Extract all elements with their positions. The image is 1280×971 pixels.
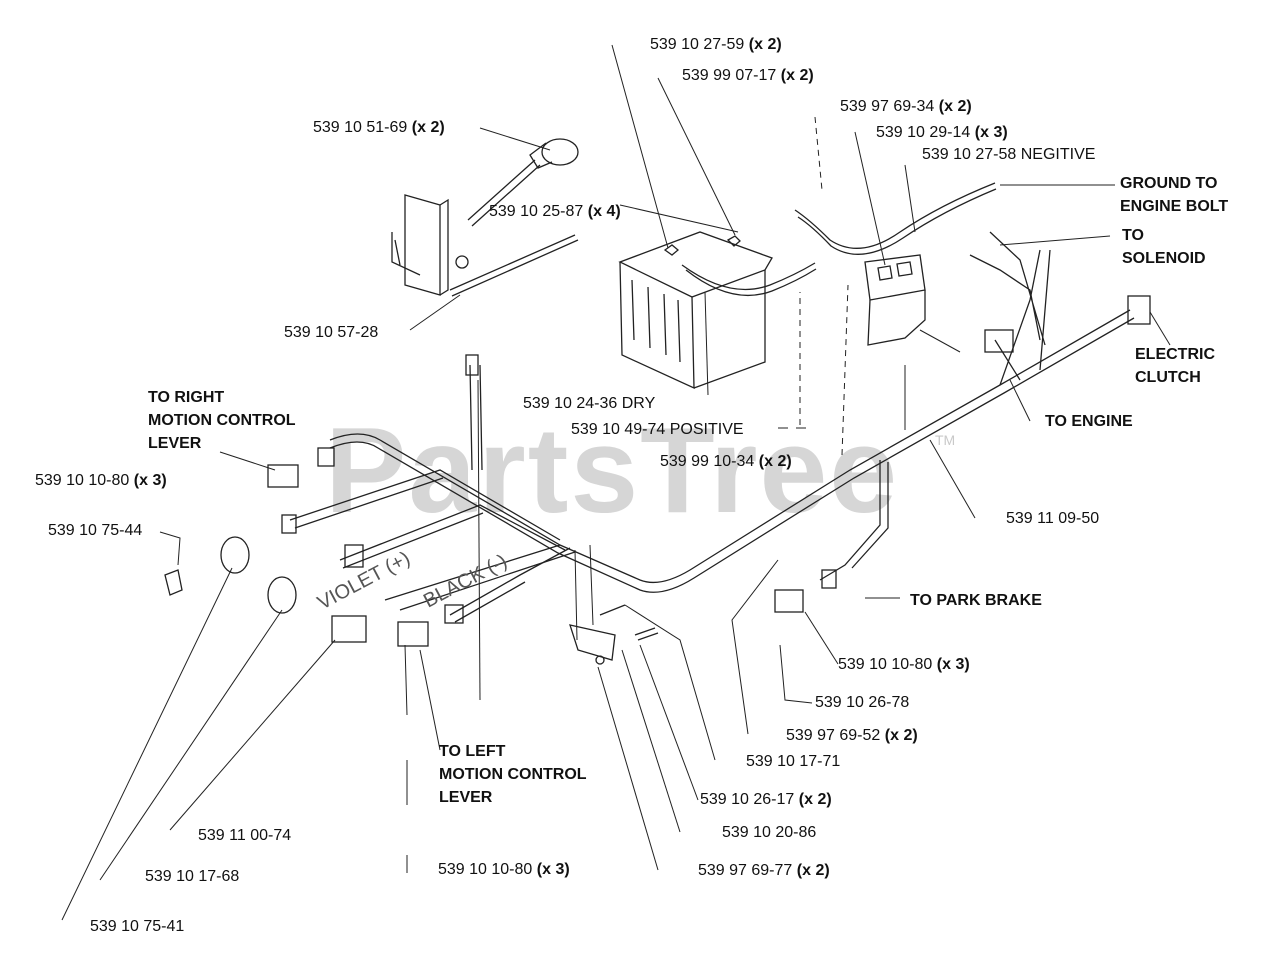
left-lever-connector	[397, 621, 429, 647]
switch-bracket	[569, 604, 626, 661]
part-label: 539 99 10-34 (x 2)	[660, 453, 792, 470]
part-label: 539 99 07-17 (x 2)	[682, 67, 814, 84]
part-label: 539 11 09-50	[1006, 510, 1100, 527]
part-label: 539 10 75-41	[90, 918, 185, 935]
part-label: 539 10 27-58 NEGITIVE	[922, 146, 1096, 163]
wire-color-labels: VIOLET (+) BLACK (-)	[314, 547, 511, 614]
mounting-bracket	[391, 194, 469, 296]
violet-wire-label: VIOLET (+)	[314, 547, 414, 614]
part-label: 539 10 25-87 (x 4)	[489, 203, 621, 220]
part-label: 539 10 57-28	[284, 324, 379, 341]
part-label: 539 97 69-77 (x 2)	[698, 862, 830, 879]
park-brake-connector	[774, 589, 804, 613]
main-wire-harness	[289, 231, 1135, 623]
clutch-connector	[1127, 295, 1151, 325]
switch-plug-a	[220, 536, 250, 574]
switch-plug-b	[267, 576, 297, 614]
part-label: 539 10 51-69 (x 2)	[313, 119, 445, 136]
positive-cable	[681, 262, 816, 291]
leader-lines	[61, 44, 1171, 921]
seat-switch-connector	[331, 615, 367, 643]
part-label: 539 10 29-14 (x 3)	[876, 124, 1008, 141]
part-label: 539 10 10-80 (x 3)	[35, 472, 167, 489]
part-label: 539 10 10-80 (x 3)	[838, 656, 970, 673]
battery	[618, 231, 773, 390]
part-label: 539 97 69-52 (x 2)	[786, 727, 918, 744]
engine-connector	[984, 329, 1014, 353]
part-label: 539 10 27-59 (x 2)	[650, 36, 782, 53]
right-lever-connector	[267, 464, 299, 488]
part-label: 539 10 75-44	[48, 522, 143, 539]
key-switch-knob	[467, 138, 579, 227]
note-to-park-brake: TO PARK BRAKE	[910, 592, 1042, 609]
part-label: 539 10 24-36 DRY	[523, 395, 656, 412]
watermark: PartsTree	[325, 402, 900, 538]
note-to-engine: TO ENGINE	[1045, 413, 1133, 430]
part-label: 539 11 00-74	[198, 827, 292, 844]
black-wire-label: BLACK (-)	[420, 550, 511, 612]
part-label: 539 10 26-78	[815, 694, 910, 711]
trademark: TM	[935, 432, 956, 448]
part-label: 539 97 69-34 (x 2)	[840, 98, 972, 115]
part-label: 539 10 17-71	[746, 753, 841, 770]
solenoid	[864, 254, 926, 346]
part-label: 539 10 26-17 (x 2)	[700, 791, 832, 808]
part-label: 539 10 10-80 (x 3)	[438, 861, 570, 878]
negative-cable	[794, 182, 996, 249]
fuse-holder	[164, 569, 183, 596]
part-label: 539 10 49-74 POSITIVE	[571, 421, 744, 438]
part-label: 539 10 20-86	[722, 824, 817, 841]
part-label: 539 10 17-68	[145, 868, 240, 885]
